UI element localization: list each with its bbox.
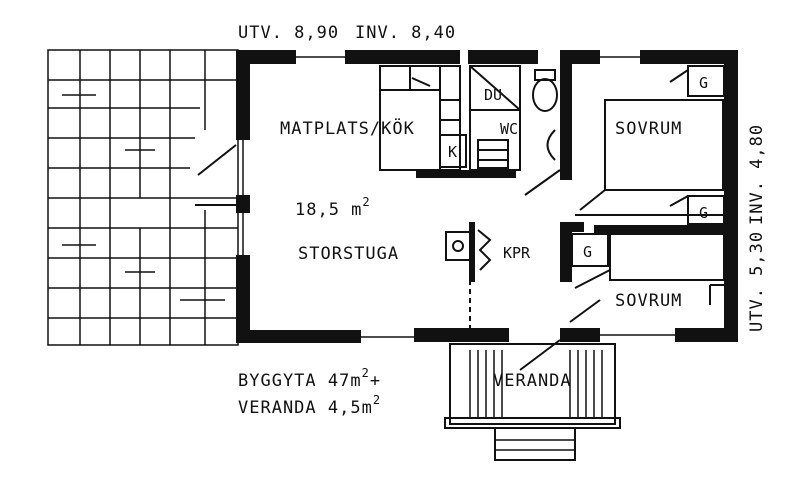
label-bedroom-2: SOVRUM: [615, 291, 682, 311]
dim-right-outer: UTV. 5,30: [747, 231, 767, 332]
label-wc: WC: [500, 120, 518, 138]
label-closet-1: G: [699, 74, 708, 92]
bedroom-1-furniture: [575, 65, 725, 225]
label-living-area: 18,5 m2: [295, 195, 371, 220]
bedroom-2-furniture: [569, 233, 725, 323]
dim-top-inner: INV. 8,40: [355, 23, 456, 43]
dim-top-outer: UTV. 8,90: [238, 23, 339, 43]
kitchen-counter: [379, 65, 467, 171]
dim-right-inner: INV. 4,80: [747, 124, 767, 225]
label-chimney: KPR: [503, 244, 531, 262]
left-door: [195, 144, 237, 206]
label-living: STORSTUGA: [298, 244, 399, 264]
interior-walls: [416, 50, 724, 282]
label-closet-2: G: [699, 204, 708, 222]
veranda-deck: [444, 339, 621, 461]
label-closet-3: G: [583, 243, 592, 261]
label-fridge: K: [448, 143, 457, 161]
label-shower: DU: [484, 86, 502, 104]
label-dining-kitchen: MATPLATS/KÖK: [280, 117, 415, 139]
label-bedroom-1: SOVRUM: [615, 119, 682, 139]
patio-paving: [47, 49, 239, 346]
exterior-walls: [236, 50, 738, 343]
bathroom-fixtures: [469, 65, 561, 196]
summary-veranda-area: VERANDA 4,5m2: [238, 393, 381, 418]
chimney-stove: [445, 229, 492, 328]
windows: [242, 56, 675, 338]
label-veranda: VERANDA: [493, 371, 572, 391]
summary-building-area: BYGGYTA 47m2+: [238, 366, 381, 391]
